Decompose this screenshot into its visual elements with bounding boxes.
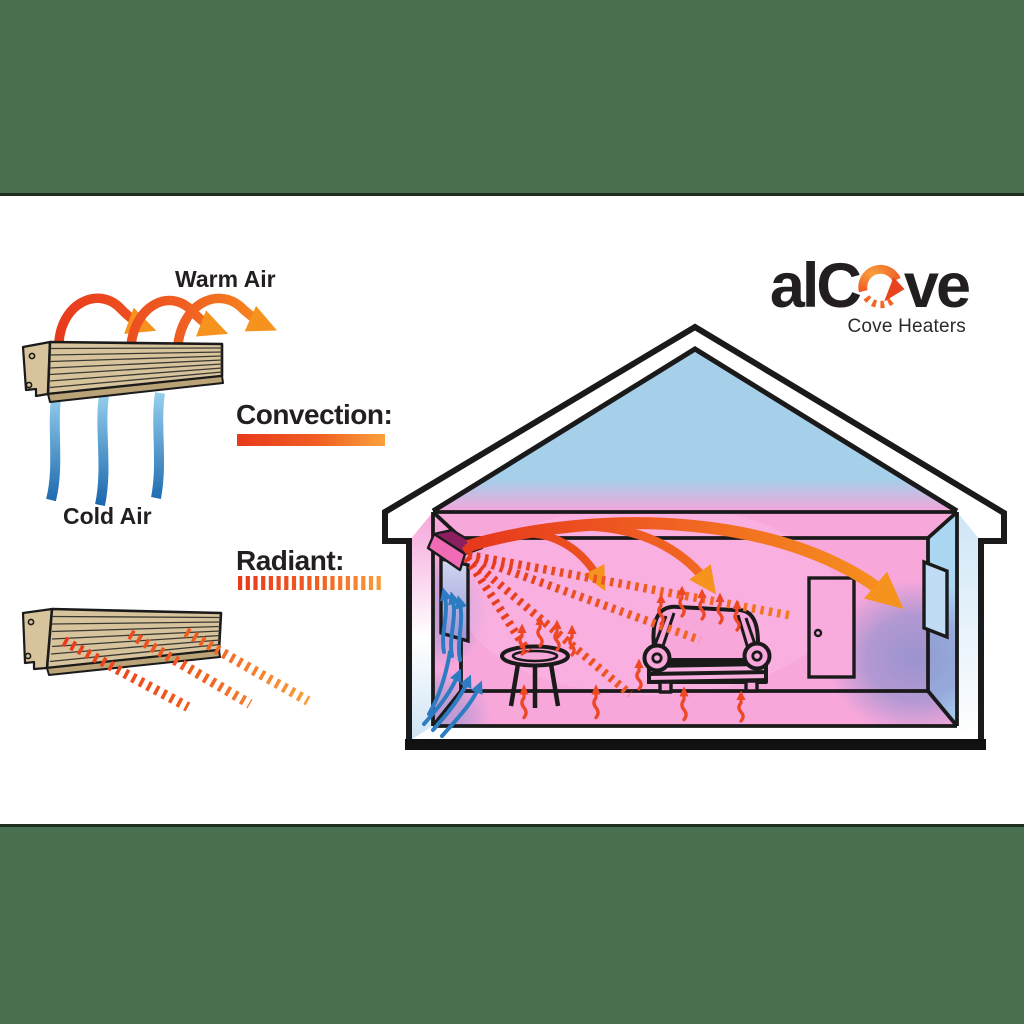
wordmark-al: al xyxy=(769,251,820,321)
green-band-top xyxy=(0,0,1024,196)
radiant-heater-unit xyxy=(21,607,223,676)
warm-air-label: Warm Air xyxy=(175,266,276,292)
sofa xyxy=(642,604,772,694)
wordmark-c: C xyxy=(816,251,861,321)
left-wall-strip xyxy=(409,512,433,741)
radiant-label: Radiant: xyxy=(236,545,345,576)
stool xyxy=(500,644,570,708)
right-window xyxy=(922,559,949,640)
convection-arcs xyxy=(461,517,904,609)
cold-air-streams xyxy=(46,391,165,507)
door-knob xyxy=(813,628,823,638)
brand-tagline: Cove Heaters xyxy=(847,316,966,337)
wordmark-ve: ve xyxy=(903,251,971,321)
convection-label: Convection: xyxy=(236,399,393,430)
inner-roofline xyxy=(431,346,959,514)
right-wall-strip xyxy=(957,512,981,741)
warm-air-arrows xyxy=(54,293,277,346)
radiant-rays xyxy=(61,627,311,712)
radiant-rays-house xyxy=(463,550,794,698)
convection-gradient-bar xyxy=(237,434,385,446)
house-illustration xyxy=(382,323,1007,750)
house-outline xyxy=(382,323,1007,741)
attic xyxy=(433,349,957,511)
swirl-arrow-icon xyxy=(858,264,905,309)
house-base xyxy=(405,739,986,750)
cold-air-arrows xyxy=(422,587,483,738)
door xyxy=(807,576,856,679)
cold-air-label: Cold Air xyxy=(63,503,152,529)
convection-heater-unit xyxy=(21,340,224,403)
green-band-bottom xyxy=(0,824,1024,1024)
